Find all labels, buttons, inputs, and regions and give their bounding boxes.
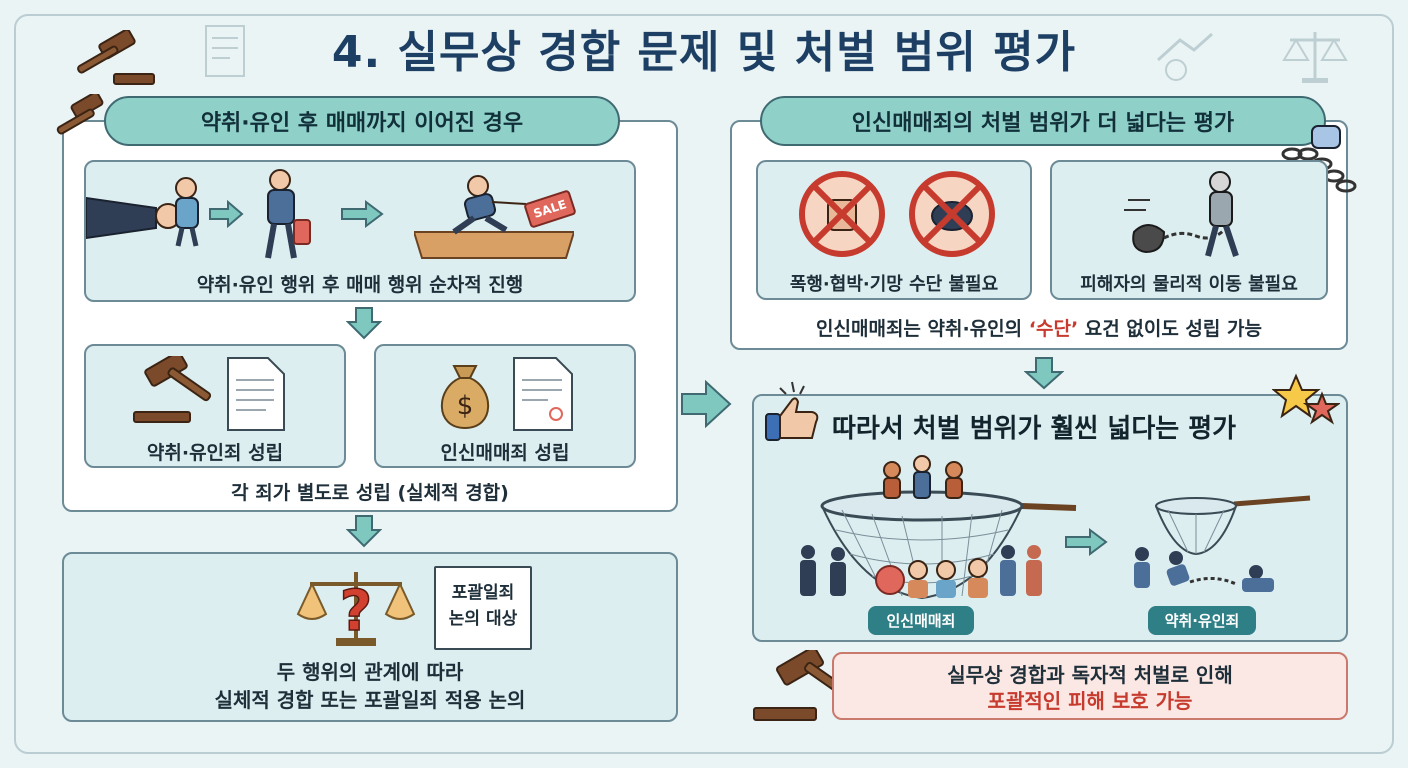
svg-text:?: ?: [340, 579, 372, 644]
discussion-line2: 실체적 경합 또는 포괄일죄 적용 논의: [214, 688, 526, 712]
human-trafficking-tag: 인신매매죄: [868, 606, 974, 635]
gavel-icon: [133, 356, 212, 423]
arrow-right-icon: [209, 200, 244, 228]
crime1-caption: 약취·유인죄 성립: [146, 442, 284, 464]
note-card: 포괄일죄 논의 대상: [434, 566, 532, 650]
means-summary: 인신매매죄는 약취·유인의 ‘수단’ 요건 없이도 성립 가능: [730, 314, 1348, 341]
svg-text:$: $: [457, 391, 474, 421]
means-summary-pre: 인신매매죄는 약취·유인의: [816, 318, 1029, 340]
no-mask-icon: [909, 171, 995, 257]
means-summary-highlight: ‘수단’: [1028, 318, 1079, 340]
person-carrying-icon: [265, 169, 311, 259]
right-section-header: 인신매매죄의 처벌 범위가 더 넓다는 평가: [760, 96, 1326, 146]
abduction-tag: 약취·유인죄: [1148, 606, 1256, 635]
arrow-down-icon: [1024, 357, 1064, 390]
result-line1: 실무상 경합과 독자적 처벌로 인해: [947, 663, 1233, 687]
no-fist-icon: [799, 171, 885, 257]
document-icon: [205, 25, 245, 77]
small-net-icon: [1134, 495, 1311, 592]
chained-person-icon: [1124, 171, 1239, 257]
no-movement-caption: 피해자의 물리적 이동 불필요: [1080, 274, 1298, 295]
page-title: 4. 실무상 경합 문제 및 처벌 범위 평가: [331, 27, 1077, 78]
no-means-caption: 폭행·협박·기망 수단 불필요: [789, 274, 999, 295]
document-icon: [227, 357, 285, 431]
result-box: 실무상 경합과 독자적 처벌로 인해 포괄적인 피해 보호 가능: [832, 652, 1348, 720]
discussion-box: [62, 552, 678, 722]
page-frame: [14, 14, 1394, 754]
thumbs-up-icon: [765, 381, 819, 441]
arrow-down-icon: [346, 515, 382, 548]
arrow-right-icon: [681, 380, 732, 428]
abduction-scene-icon: [86, 177, 199, 247]
person-running-on-platform-icon: [414, 175, 574, 259]
note-line2: 논의 대상: [448, 609, 518, 629]
crime1-box: [84, 344, 346, 468]
separate-crimes-caption: 각 죄가 별도로 성립 (실체적 경합): [231, 482, 509, 504]
crime2-box: [374, 344, 636, 468]
crowd-icon: [800, 545, 1042, 598]
scales-question-icon: ?: [296, 572, 416, 646]
conclusion-title: 따라서 처벌 범위가 훨씬 넓다는 평가: [832, 414, 1237, 444]
contract-document-icon: [513, 357, 573, 431]
scales-icon: [1282, 32, 1348, 83]
left-section-header: 약취·유인 후 매매까지 이어진 경우: [104, 96, 620, 146]
no-movement-box: [1050, 160, 1328, 300]
conclusion-panel: [752, 394, 1348, 642]
arrow-right-icon: [1065, 528, 1108, 556]
money-bag-icon: $: [440, 365, 490, 430]
note-line1: 포괄일죄: [451, 583, 515, 603]
gavel-icon: [56, 94, 104, 135]
discussion-line1: 두 행위의 관계에 따라: [276, 660, 464, 684]
crime2-caption: 인신매매죄 성립: [440, 442, 570, 464]
arrow-right-icon: [341, 200, 384, 228]
stars-icon: [1272, 373, 1340, 425]
sequence-caption: 약취·유인 행위 후 매매 행위 순차적 진행: [196, 274, 524, 296]
handshake-icon: [1156, 32, 1213, 81]
gavel-icon: [77, 30, 155, 85]
arrow-down-icon: [346, 307, 382, 340]
means-summary-post: 요건 없이도 성립 가능: [1078, 318, 1262, 340]
result-line2: 포괄적인 피해 보호 가능: [987, 689, 1193, 713]
